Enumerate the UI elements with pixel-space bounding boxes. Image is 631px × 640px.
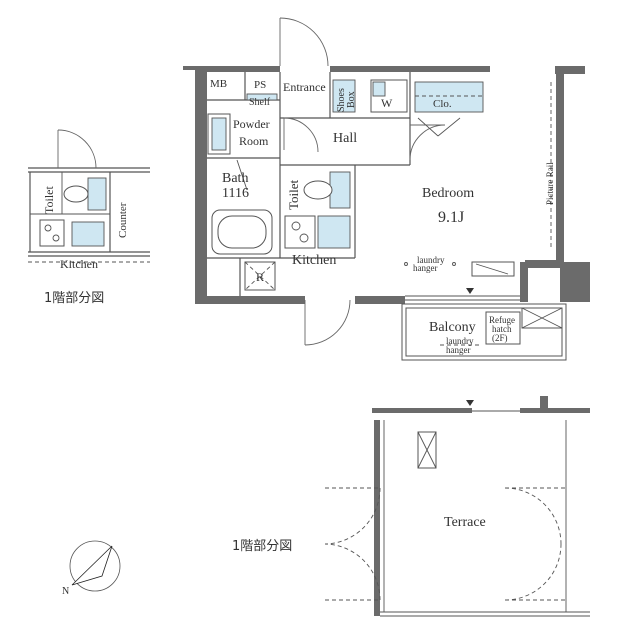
- inset-stove-icon: [39, 219, 65, 247]
- kitchen-sink-icon: [317, 215, 351, 249]
- toilet-tank-icon: [329, 171, 351, 209]
- terrace-label: Terrace: [444, 515, 486, 530]
- refuge-label: Refuge: [489, 315, 515, 325]
- inset-toilet-label: Toilet: [42, 186, 56, 214]
- terrace-area: Terrace: [324, 396, 590, 617]
- compass-n-label: N: [62, 586, 69, 597]
- laundry-label: laundry: [417, 255, 445, 265]
- bath-size-label: 1116: [222, 186, 249, 201]
- inset-counter-label: Counter: [117, 202, 129, 238]
- bedroom-label: Bedroom: [422, 186, 474, 201]
- hatch-floor-label: (2F): [492, 333, 508, 343]
- caption-left: 1階部分図: [44, 291, 104, 306]
- stove-icon: [284, 215, 316, 249]
- caption-right: 1階部分図: [232, 539, 292, 554]
- bath-label: Bath: [222, 171, 248, 186]
- clo-label: Clo.: [433, 98, 452, 110]
- balcony-hanger-label: hanger: [446, 345, 471, 355]
- balcony-label: Balcony: [429, 320, 476, 335]
- compass: N: [62, 540, 121, 597]
- mb-label: MB: [210, 78, 227, 90]
- balcony-laundry-label: laundry: [446, 336, 474, 346]
- shelf-label: Shelf: [249, 97, 271, 108]
- ps-label: PS: [254, 79, 266, 91]
- powder-label: Powder: [233, 117, 270, 131]
- room-label: Room: [239, 134, 269, 148]
- hatch-label: hatch: [492, 324, 512, 334]
- inset-sink-icon: [71, 221, 105, 247]
- w-closet-label: W: [381, 96, 393, 110]
- inset-kitchen-label: Kitchen: [60, 257, 98, 271]
- inset-toilet-tank-icon: [87, 177, 107, 211]
- bedroom-size-label: 9.1J: [438, 209, 464, 226]
- picture-rail-label: Picture Rail: [545, 162, 555, 205]
- inset-toilet-bowl-icon: [63, 185, 89, 203]
- hall-label: Hall: [333, 131, 357, 146]
- hanger-label: hanger: [413, 263, 438, 273]
- box-label: Box: [346, 91, 357, 108]
- toilet-bowl-icon: [303, 180, 333, 200]
- entrance-label: Entrance: [283, 80, 326, 94]
- shoes-label: Shoes: [336, 88, 347, 112]
- main-unit: MB PS Shelf Entrance Shoes Box W Clo. Po…: [183, 17, 590, 361]
- inset-1f-partial: Toilet Counter Kitchen: [28, 129, 150, 271]
- kitchen-label: Kitchen: [292, 253, 336, 268]
- toilet-label: Toilet: [286, 179, 301, 210]
- r-label: R: [256, 270, 264, 284]
